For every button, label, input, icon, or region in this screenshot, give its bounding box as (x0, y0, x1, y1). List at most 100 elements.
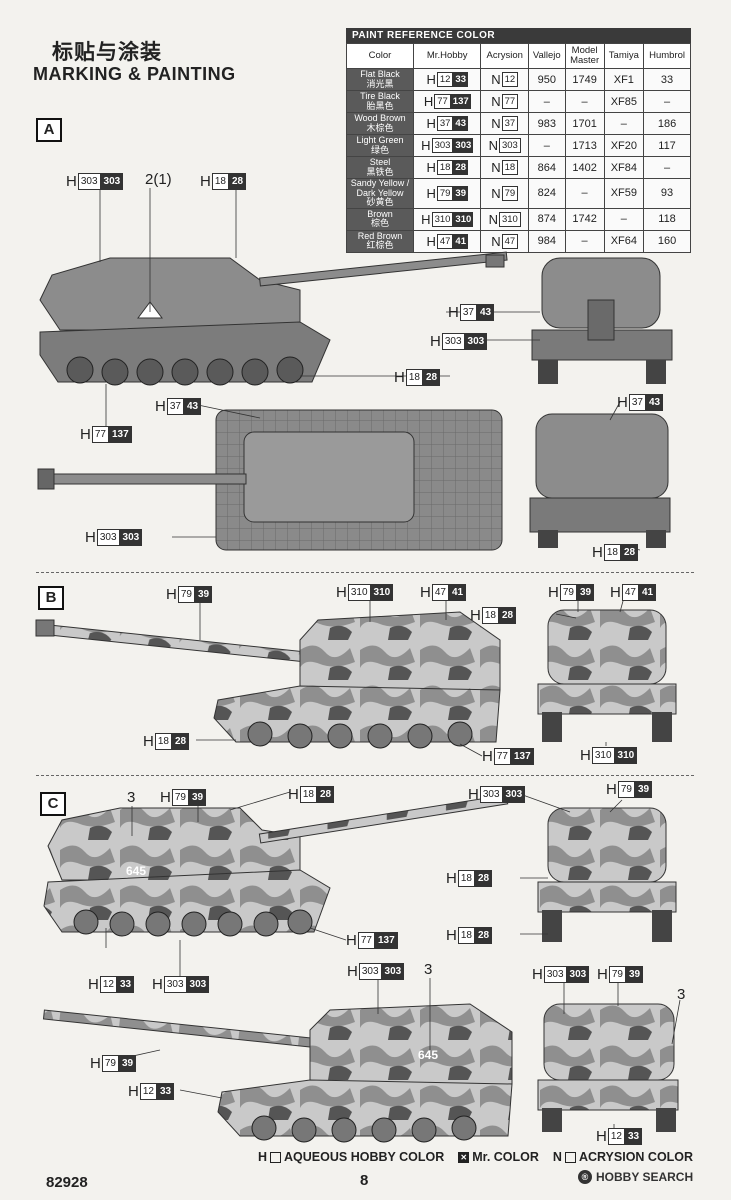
paint-reference-table: PAINT REFERENCE COLOR Color Mr.Hobby Acr… (346, 28, 691, 253)
col-humbrol: Humbrol (643, 43, 691, 69)
page-title-en: MARKING & PAINTING (33, 64, 236, 84)
hollow-box-icon (270, 1151, 282, 1163)
tamiya-cell: XF84 (603, 156, 645, 179)
section-c-marker: C (40, 792, 66, 816)
tamiya-cell: XF59 (603, 178, 645, 209)
col-color: Color (346, 43, 414, 69)
paint-table-heading: PAINT REFERENCE COLOR (346, 28, 691, 43)
model-master-cell: 1402 (564, 156, 605, 179)
section-divider (36, 775, 694, 776)
watermark: ® HOBBY SEARCH (578, 1170, 693, 1184)
decal-number: 2(1) (145, 171, 172, 188)
tamiya-cell: XF85 (603, 90, 645, 113)
humbrol-cell: 160 (643, 229, 691, 253)
page-number: 8 (360, 1172, 369, 1189)
tamiya-cell: XF64 (603, 229, 645, 253)
humbrol-cell: 118 (643, 207, 691, 231)
page-title-cn: 标贴与涂装 (52, 41, 162, 64)
decal-number: 3 (127, 789, 136, 806)
model-master-cell: – (564, 90, 605, 113)
tank-b-side (35, 611, 501, 749)
section-b-marker: B (38, 586, 64, 610)
tank-a-front (531, 257, 673, 384)
leader-lines (99, 188, 681, 1136)
section-divider (36, 572, 694, 573)
tamiya-cell: XF1 (603, 68, 645, 91)
vallejo-cell: – (528, 90, 566, 113)
vallejo-cell: 874 (528, 207, 566, 231)
humbrol-cell: 33 (643, 68, 691, 91)
tamiya-cell: XF20 (603, 134, 645, 157)
humbrol-cell: – (643, 156, 691, 179)
humbrol-cell: 117 (643, 134, 691, 157)
legend-mr: ✕ Mr. COLOR (458, 1150, 539, 1164)
decal-number: 645 (418, 1048, 439, 1062)
humbrol-cell: 186 (643, 112, 691, 135)
tank-c-rear (537, 1003, 679, 1132)
legend-acrysion: N ACRYSION COLOR (552, 1150, 694, 1164)
col-mrhobby: Mr.Hobby (412, 43, 482, 69)
model-master-cell: 1742 (564, 207, 605, 231)
filled-box-icon: ✕ (458, 1151, 470, 1163)
col-model-master: Model Master (564, 43, 605, 69)
col-vallejo: Vallejo (528, 43, 566, 69)
tank-a-top (37, 409, 503, 551)
tank-c-front (537, 807, 677, 942)
model-master-cell: 1713 (564, 134, 605, 157)
vallejo-cell: 864 (528, 156, 566, 179)
tank-c-side (43, 794, 509, 937)
vallejo-cell: 824 (528, 178, 566, 209)
color-legend: H AQUEOUS HOBBY COLOR ✕ Mr. COLOR N ACRY… (258, 1150, 693, 1164)
decal-number: 3 (677, 986, 686, 1003)
legend-aqueous: H AQUEOUS HOBBY COLOR (258, 1150, 445, 1164)
